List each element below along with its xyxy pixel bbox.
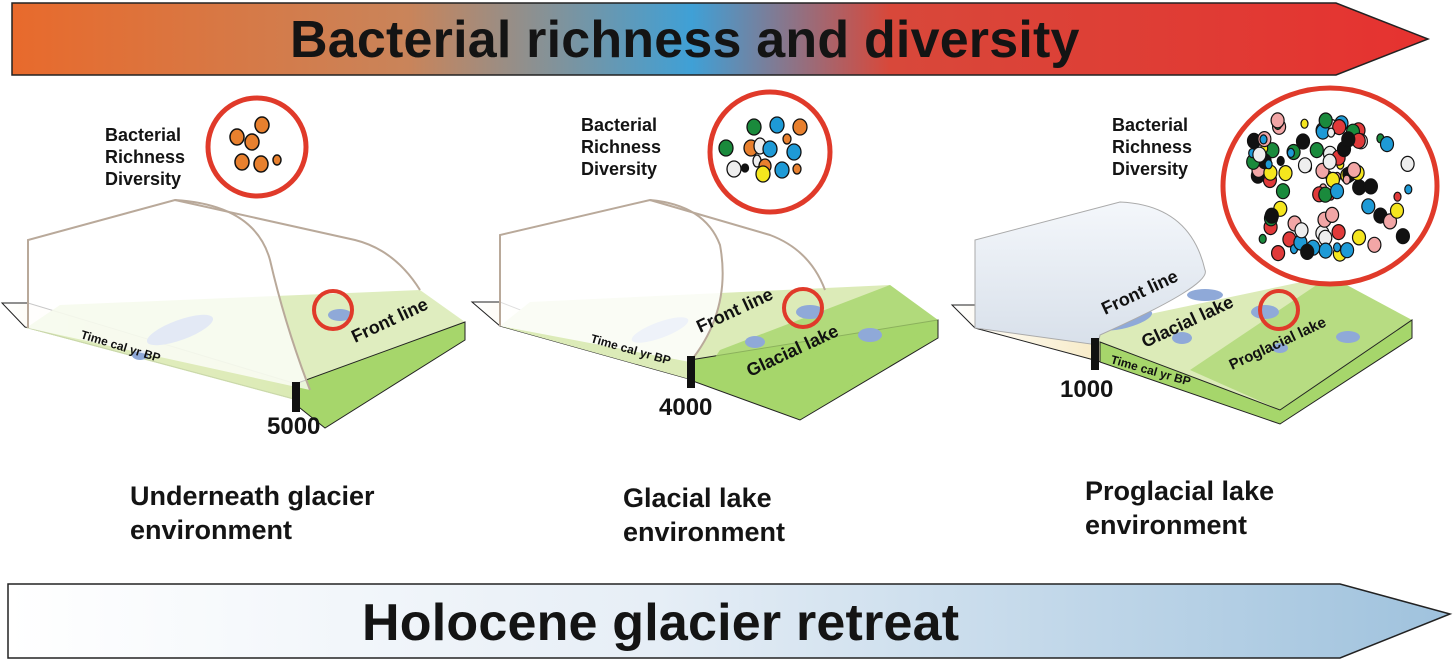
bacterium: [1363, 178, 1378, 195]
glacier-ice: [499, 198, 724, 363]
lake-shape: [745, 336, 765, 348]
richness-label: Bacterial Richness Diversity: [581, 115, 662, 179]
bacterium: [1340, 242, 1355, 259]
bacterium: [1404, 184, 1413, 195]
bacterium: [1389, 202, 1405, 219]
bacterium: [1275, 183, 1291, 200]
environment-label: Underneath glacier environment: [130, 481, 375, 545]
bacterium: [1382, 213, 1398, 230]
lake-shape: [328, 309, 352, 321]
bacterium: [1332, 118, 1347, 136]
panel-glacial-lake-diagram: Front line Glacial lake Time cal yr BP: [470, 89, 939, 421]
lake-shape: [1251, 305, 1279, 319]
bacterium: [1333, 242, 1342, 253]
lake-shape: [1172, 332, 1192, 344]
bacterium: [1325, 206, 1340, 223]
sample-site-circle: [312, 289, 354, 331]
ground-green-zone: [1190, 276, 1412, 410]
richness-arrow: [11, 2, 1431, 76]
environment-label: Glacial lake environment: [623, 483, 786, 547]
bacterium: [1276, 155, 1285, 167]
bacterium: [1379, 135, 1395, 153]
bacterium: [1286, 147, 1295, 159]
bacterium: [1352, 179, 1367, 196]
bacteria-cluster: [1246, 112, 1415, 262]
bacterium: [1271, 245, 1286, 262]
bacterium: [1309, 141, 1324, 159]
bacterium: [1264, 159, 1273, 170]
bacterium: [1346, 161, 1362, 179]
bacterium: [1322, 153, 1337, 170]
sample-site-circle: [782, 287, 824, 329]
bacterium: [1318, 242, 1333, 259]
lake-shape: [1272, 343, 1288, 353]
bacterium: [1331, 224, 1346, 241]
lake-shape: [1336, 331, 1360, 343]
glacier-retreat-arrow: [7, 583, 1453, 659]
panel-underneath-diagram: Front line Time cal yr BP: [0, 95, 466, 429]
panel-proglacial-lake-diagram: Front line Glacial lake Proglacial lake …: [950, 85, 1440, 425]
lake-shape: [796, 305, 824, 319]
richness-label: Bacterial Richness Diversity: [1112, 115, 1193, 179]
richness-arrow-title: Bacterial richness and diversity: [290, 11, 1080, 69]
bacterium: [1294, 222, 1309, 239]
year-tick: [292, 382, 300, 412]
bacterium: [1295, 133, 1311, 150]
bacterium: [1341, 131, 1356, 148]
bacterium: [1278, 164, 1293, 182]
bacterium: [1361, 198, 1376, 215]
bacterium: [1270, 112, 1285, 129]
bacterium: [1252, 146, 1267, 163]
bacteria-cluster: [229, 116, 282, 173]
lake-shape: [1187, 289, 1223, 301]
bacterium: [1393, 191, 1402, 202]
bacterium: [1318, 186, 1333, 203]
bacterium: [1400, 155, 1415, 173]
bacterium: [1259, 134, 1268, 145]
bacteria-cluster: [718, 116, 808, 183]
year-label: 4000: [659, 394, 713, 421]
year-label: 5000: [267, 413, 321, 440]
bacterium: [1351, 229, 1367, 246]
bacterium: [1329, 183, 1345, 200]
richness-label: Bacterial Richness Diversity: [105, 125, 186, 189]
bacterium: [1327, 127, 1336, 138]
environment-label: Proglacial lake environment: [1085, 476, 1275, 540]
lake-shape: [858, 328, 882, 342]
bacterium: [1318, 112, 1333, 129]
bacterium: [1297, 157, 1313, 174]
ground-front-edge: [1099, 319, 1413, 425]
sample-site-circle: [1258, 289, 1300, 331]
glacier-ice: [27, 198, 311, 391]
bacterium: [1367, 236, 1382, 253]
glacier-ice: [974, 201, 1206, 346]
glacier-retreat-arrow-title: Holocene glacier retreat: [362, 594, 960, 652]
bacterium: [1300, 243, 1315, 260]
year-label: 1000: [1060, 376, 1114, 403]
bacterium: [1395, 228, 1410, 245]
bacterium: [1258, 233, 1267, 244]
year-tick: [687, 356, 695, 388]
year-tick: [1091, 338, 1099, 370]
ground-green-zone: [700, 285, 938, 410]
bacterium: [1264, 207, 1279, 224]
bacterium: [1300, 118, 1309, 129]
bacterium: [1342, 174, 1351, 185]
